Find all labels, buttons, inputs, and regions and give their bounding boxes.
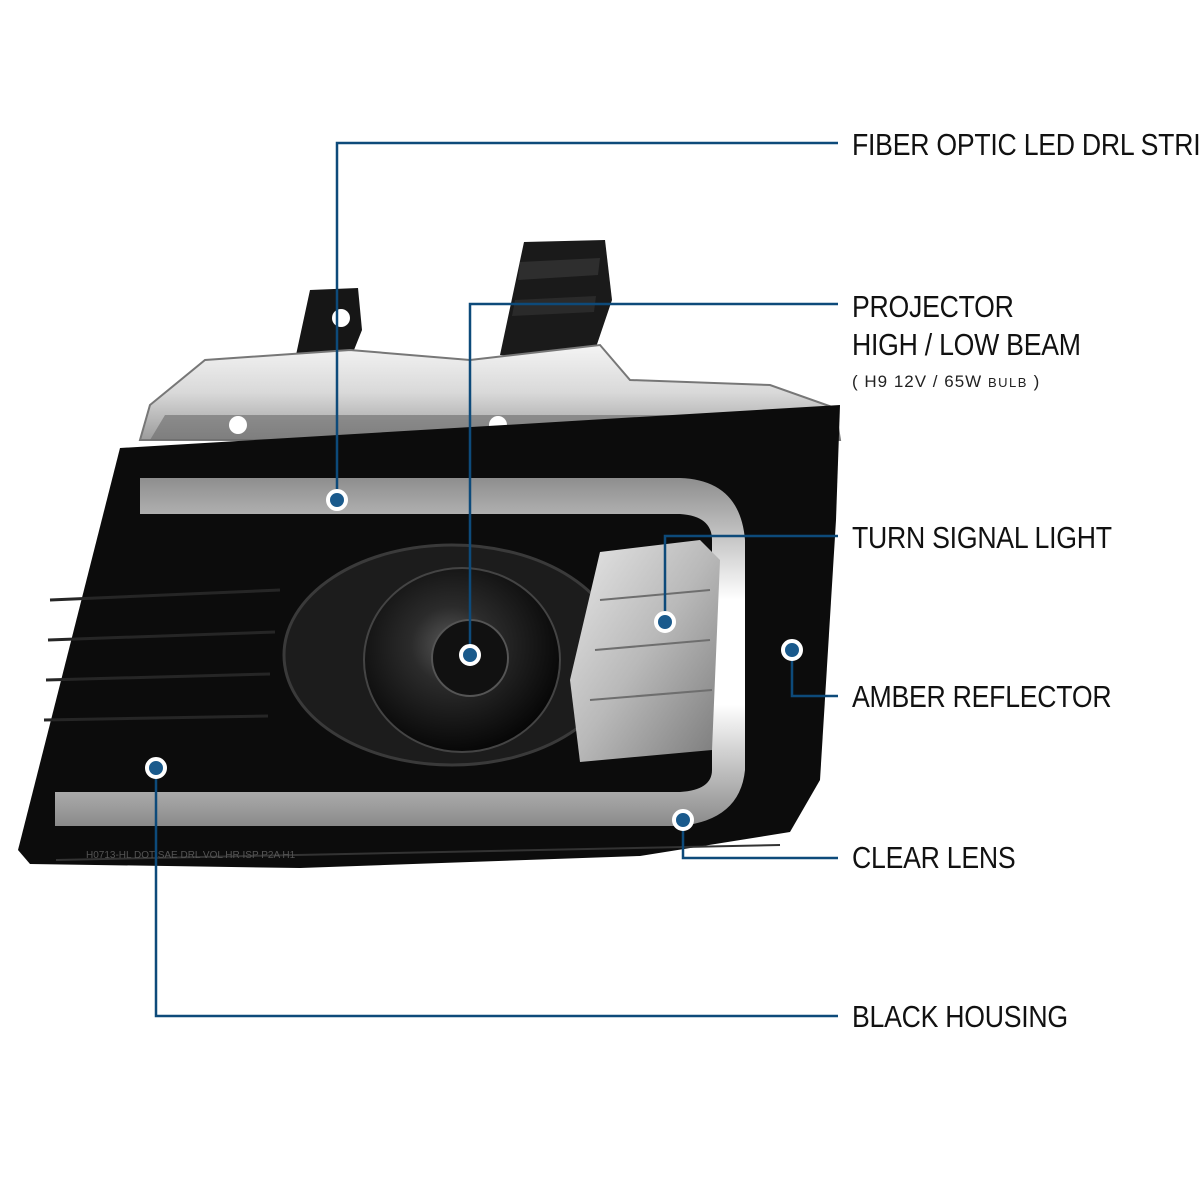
callout-line-black bbox=[154, 768, 838, 1018]
callout-line-fiber bbox=[335, 141, 838, 500]
callout-dot-fiber bbox=[326, 489, 348, 511]
callout-line-projector bbox=[468, 302, 838, 655]
label-fiber-optic-drl: FIBER OPTIC LED DRL STRIP bbox=[852, 127, 1200, 162]
callout-dot-projector bbox=[459, 644, 481, 666]
callout-dot-clear bbox=[672, 809, 694, 831]
callout-lines bbox=[154, 141, 838, 1018]
callout-line-amber bbox=[790, 650, 838, 698]
projector-lens bbox=[282, 543, 622, 767]
drl-strip bbox=[55, 478, 745, 826]
label-high-low-beam: HIGH / LOW BEAM bbox=[852, 327, 1081, 362]
callout-line-turn bbox=[663, 534, 838, 622]
label-bulb-spec: ( H9 12V / 65W BULB ) bbox=[852, 372, 1040, 392]
label-clear-lens: CLEAR LENS bbox=[852, 840, 1016, 875]
lens-markings: H0713-HL DOT SAE DRL VOL HR ISP P2A H1 bbox=[86, 850, 296, 861]
label-black-housing: BLACK HOUSING bbox=[852, 999, 1068, 1034]
label-turn-signal: TURN SIGNAL LIGHT bbox=[852, 520, 1112, 555]
label-projector: PROJECTOR bbox=[852, 289, 1014, 324]
turn-signal-reflector bbox=[570, 540, 720, 762]
callout-line-clear bbox=[681, 820, 838, 860]
bulb-spec-close: ) bbox=[1033, 372, 1041, 391]
callout-dots bbox=[145, 489, 803, 831]
bulb-word: BULB bbox=[987, 375, 1028, 390]
bulb-spec-text: ( H9 12V / 65W bbox=[852, 372, 983, 391]
callout-dot-turn bbox=[654, 611, 676, 633]
callout-dot-amber bbox=[781, 639, 803, 661]
mounting-bracket-right bbox=[500, 240, 612, 365]
label-amber-reflector: AMBER REFLECTOR bbox=[852, 679, 1112, 714]
callout-dot-black bbox=[145, 757, 167, 779]
